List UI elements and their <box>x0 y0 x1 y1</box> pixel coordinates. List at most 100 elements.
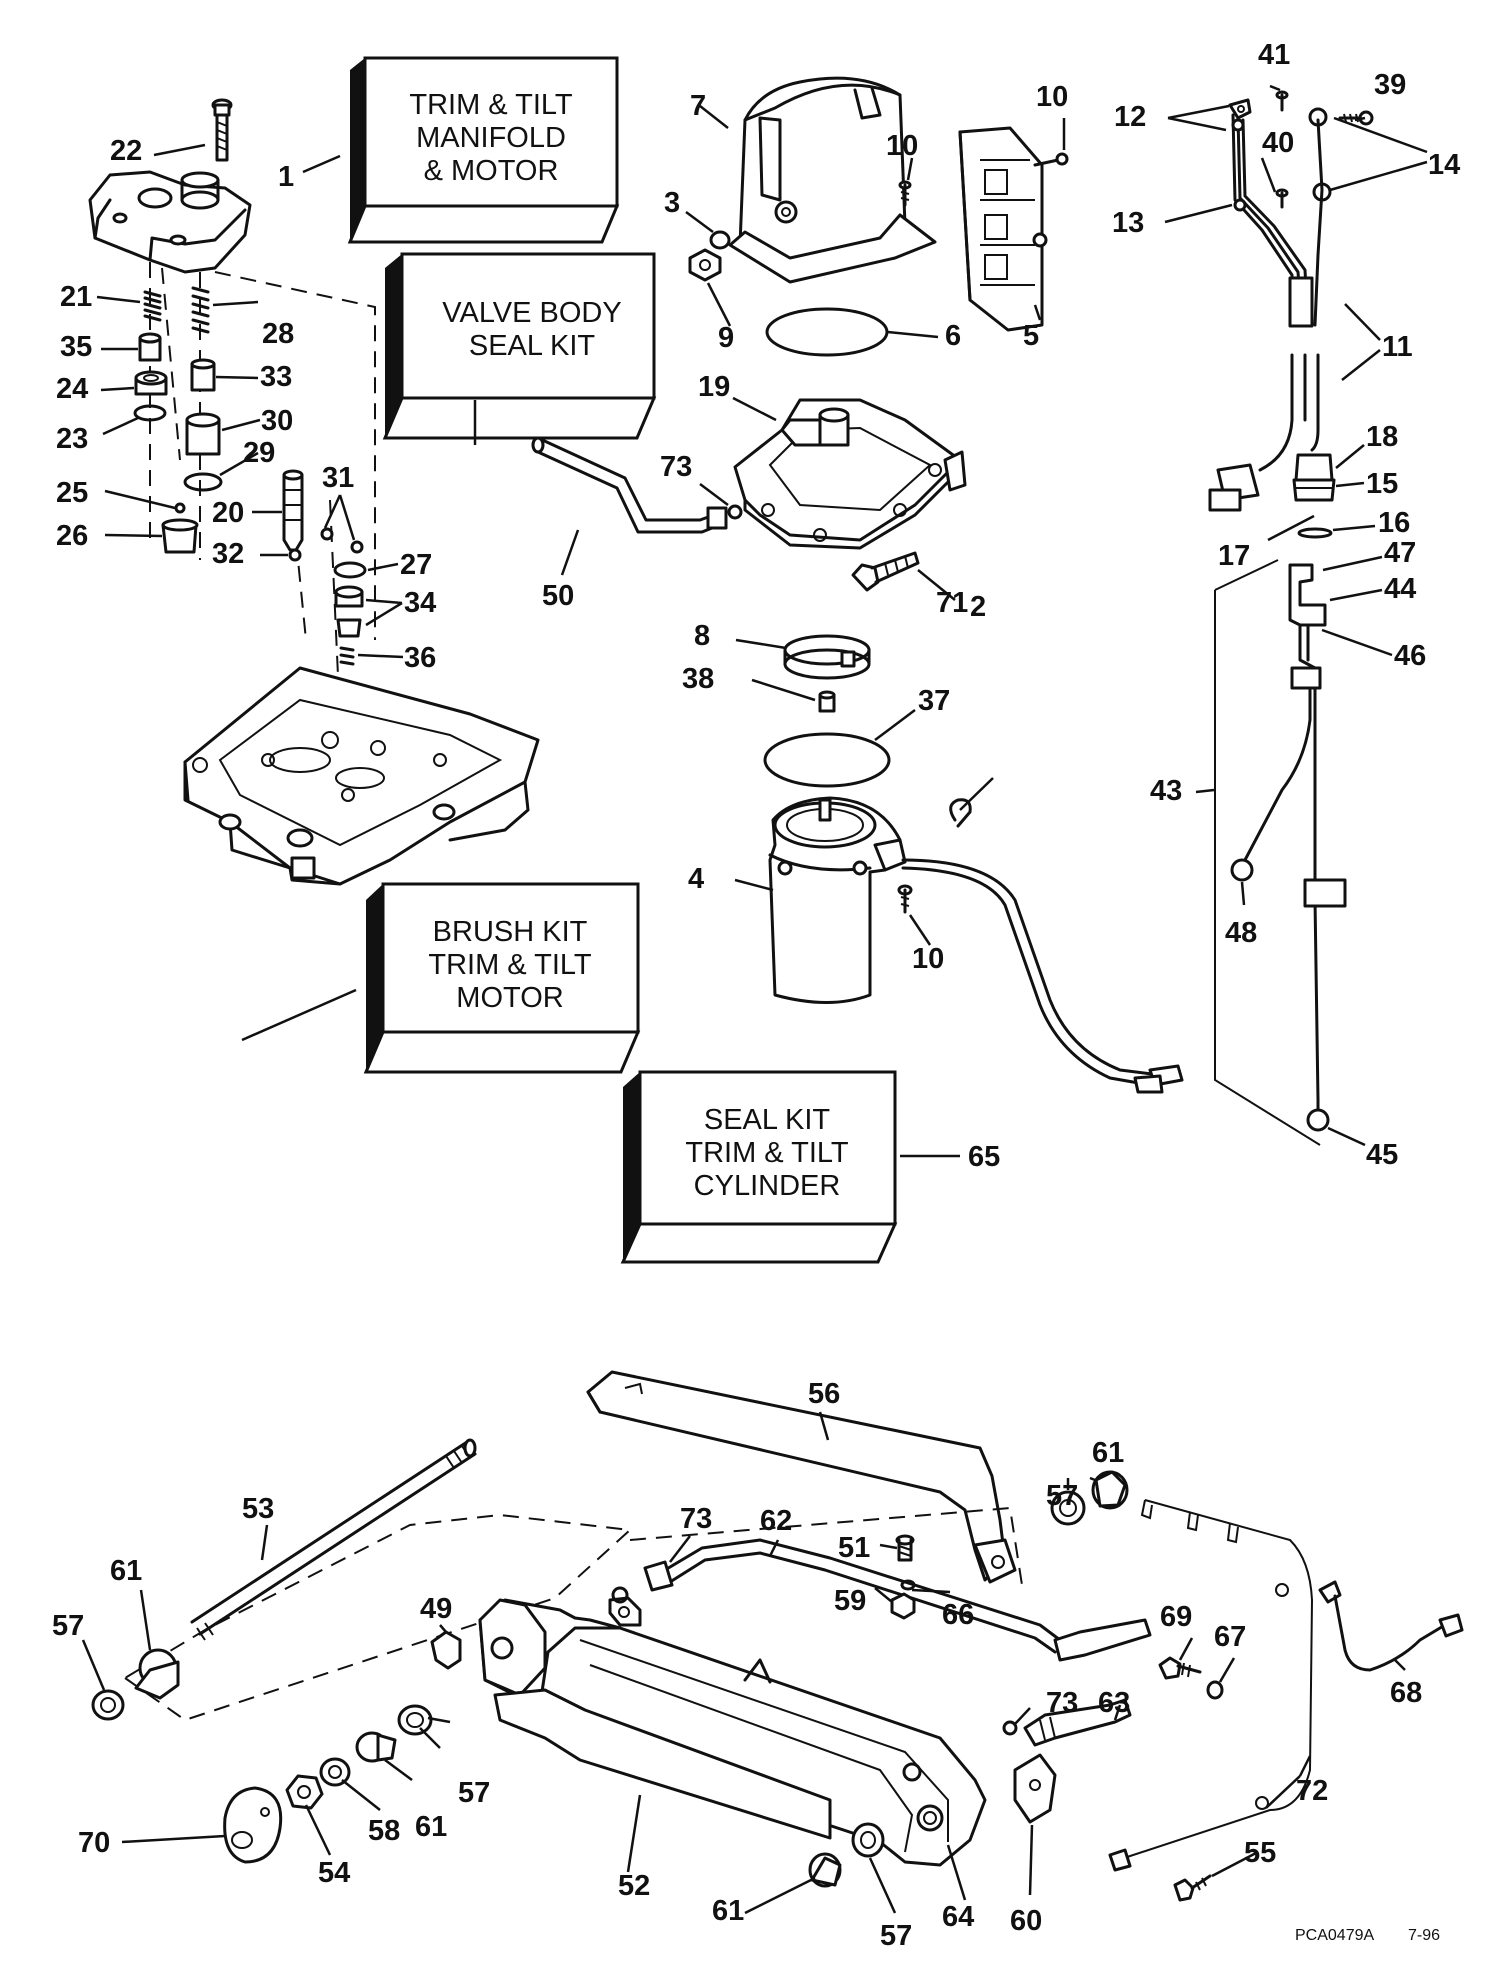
harness-upper <box>1208 98 1336 512</box>
callout-65: 65 <box>968 1141 1000 1173</box>
callout-67: 67 <box>1214 1621 1246 1653</box>
callout-28: 28 <box>262 318 294 350</box>
callout-15: 15 <box>1366 468 1398 500</box>
callout-32: 32 <box>212 538 244 570</box>
spring-21 <box>143 290 162 322</box>
screw-40 <box>1275 188 1289 209</box>
screw-10a <box>898 180 912 207</box>
callout-46: 46 <box>1394 640 1426 672</box>
anode-70 <box>223 1786 283 1864</box>
motor-4 <box>768 796 907 1004</box>
kit-box-65: SEAL KIT TRIM & TILT CYLINDER <box>620 1070 898 1264</box>
callout-17: 17 <box>1218 540 1250 572</box>
rod-52 <box>493 1688 832 1840</box>
callout-66: 66 <box>942 1599 974 1631</box>
footer: PCA0479A 7-96 <box>1295 1927 1440 1944</box>
valve-cover <box>88 170 252 274</box>
callout-63: 63 <box>1098 1687 1130 1719</box>
callout-72: 72 <box>1296 1775 1328 1807</box>
sleeve-35 <box>138 332 162 362</box>
cable-68 <box>1318 1580 1464 1672</box>
kit-65-line-1: SEAL KIT <box>704 1104 831 1136</box>
filter-38 <box>818 690 836 713</box>
callout-61d: 61 <box>712 1895 744 1927</box>
seal-ring-6 <box>765 307 889 357</box>
relay-module-5 <box>958 126 1048 332</box>
bushing-61c <box>1091 1470 1129 1510</box>
tube-62 <box>643 1538 1152 1662</box>
motor-wires <box>901 858 1184 1094</box>
callout-59: 59 <box>834 1585 866 1617</box>
callout-10a: 10 <box>1036 81 1068 113</box>
ball-31a <box>320 527 334 541</box>
footer-code: PCA0479A <box>1295 1927 1374 1944</box>
callout-25: 25 <box>56 477 88 509</box>
callout-43: 43 <box>1150 775 1182 807</box>
callout-71: 71 <box>936 587 968 619</box>
callout-22: 22 <box>110 135 142 167</box>
callout-39: 39 <box>1374 69 1406 101</box>
bracket-72 <box>1108 1499 1314 1872</box>
motor-cover-7 <box>728 76 937 284</box>
screw-39 <box>1338 110 1374 126</box>
callout-54: 54 <box>318 1857 350 1889</box>
valve-body-assembly <box>88 98 540 886</box>
kit-1-line-2: MANIFOLD <box>416 122 566 154</box>
piston-30 <box>185 412 221 456</box>
oring-29 <box>183 472 223 492</box>
oring-16 <box>1297 527 1333 539</box>
oring-32 <box>288 548 302 562</box>
kit-75-line-2: TRIM & TILT <box>428 949 592 981</box>
callout-61c: 61 <box>1092 1437 1124 1469</box>
callout-11: 11 <box>1382 331 1413 363</box>
callout-36: 36 <box>404 642 436 674</box>
bushing-57c <box>1050 1490 1086 1526</box>
callout-19: 19 <box>698 371 730 403</box>
callout-26: 26 <box>56 520 88 552</box>
callout-3: 3 <box>664 187 680 219</box>
bushing-61d <box>808 1852 842 1888</box>
callout-57b: 57 <box>458 1777 490 1809</box>
bushing-57b <box>397 1704 433 1736</box>
nut-24 <box>134 370 168 396</box>
callout-53: 53 <box>242 1493 274 1525</box>
kit-74-line-1: VALVE BODY <box>442 297 621 329</box>
callout-2: 2 <box>970 591 986 623</box>
spring-28 <box>191 286 210 334</box>
callout-6: 6 <box>945 320 961 352</box>
callout-31: 31 <box>322 462 354 494</box>
callout-29: 29 <box>243 437 275 469</box>
ball-25 <box>174 502 186 514</box>
oring-23 <box>133 404 167 422</box>
bushing-57a <box>91 1689 125 1721</box>
callout-69: 69 <box>1160 1601 1192 1633</box>
callout-44: 44 <box>1384 573 1416 605</box>
kit-1-line-1: TRIM & TILT <box>409 89 573 121</box>
callout-68: 68 <box>1390 1677 1422 1709</box>
leader-lines <box>81 84 1428 1915</box>
kit-box-1: TRIM & TILT MANIFOLD & MOTOR <box>347 56 620 244</box>
washer-67 <box>1206 1680 1224 1700</box>
callout-58: 58 <box>368 1815 400 1847</box>
screw-41 <box>1275 90 1289 112</box>
callout-45: 45 <box>1366 1139 1398 1171</box>
callout-37: 37 <box>918 685 950 717</box>
shaft-53 <box>190 1438 477 1641</box>
callout-48: 48 <box>1225 917 1257 949</box>
screw-10c <box>897 884 913 914</box>
callout-57d: 57 <box>880 1920 912 1952</box>
callout-73c: 73 <box>1046 1687 1078 1719</box>
bushing-61b <box>355 1731 397 1763</box>
tube-50 <box>531 436 728 534</box>
ball-31b <box>350 540 364 554</box>
callout-18: 18 <box>1366 421 1398 453</box>
callout-16: 16 <box>1378 507 1410 539</box>
callout-57c: 57 <box>1046 1480 1078 1512</box>
callout-20: 20 <box>212 497 244 529</box>
bolt-71 <box>851 551 920 592</box>
kit-box-74: VALVE BODY SEAL KIT <box>382 252 657 440</box>
callout-35: 35 <box>60 331 92 363</box>
callout-73b: 73 <box>680 1503 712 1535</box>
spring-36 <box>339 646 355 666</box>
